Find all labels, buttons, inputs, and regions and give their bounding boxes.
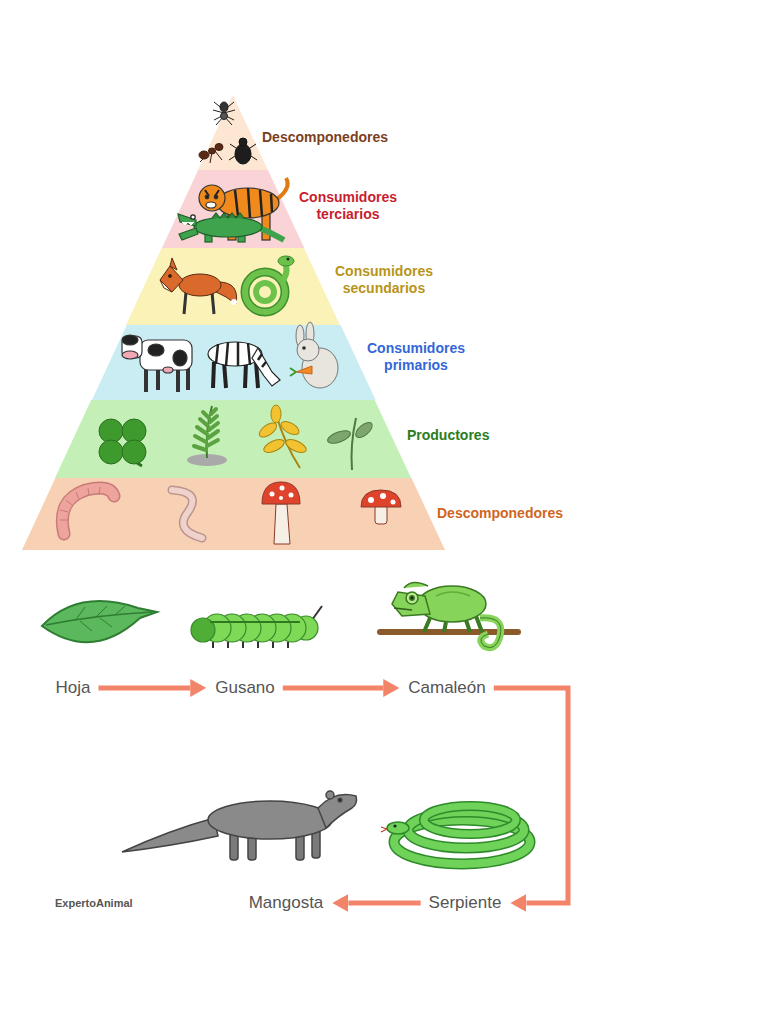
pyramid-band: Consumidores terciarios [162,170,304,248]
level-label: Consumidores secundarios [328,263,440,297]
band-shape [92,325,376,400]
band-shape [198,95,268,170]
pyramid-band: Consumidores secundarios [126,248,340,325]
pyramid-band: Consumidores primarios [92,325,376,400]
level-label: Descomponedores [262,129,388,146]
band-fill [162,170,304,248]
band-shape [22,478,445,550]
organism-label: Serpiente [429,893,502,913]
organism-label: Gusano [215,678,275,698]
food-chain-arrow [283,685,383,690]
level-label: Consumidores terciarios [292,189,404,223]
chain-label-box: Serpiente [425,891,506,915]
band-shape [55,400,411,478]
organism-label: Mangosta [249,893,324,913]
band-shape [126,248,340,325]
food-chain-arrow [348,900,420,905]
band-fill [92,325,376,400]
leaf-figure [42,601,157,642]
level-label: Productores [407,427,489,444]
food-chain-arrow [494,688,568,903]
band-fill [22,478,445,550]
chain-label-box: Gusano [211,676,279,700]
chain-label-box: Hoja [52,676,95,700]
food-chain-arrow [98,685,190,690]
chain-label-box: Camaleón [404,676,490,700]
chameleon-figure [380,582,518,647]
band-fill [55,400,411,478]
snake-figure [381,806,530,864]
caterpillar-figure [191,606,322,648]
label-holder: ExpertoAnimal [55,897,133,909]
pyramid-band: Productores [55,400,411,478]
watermark: ExpertoAnimal [55,897,133,909]
band-shape [162,170,304,248]
chain-label-box: Mangosta [245,891,328,915]
band-fill [126,248,340,325]
mongoose-figure [122,791,357,860]
band-fill [198,95,268,170]
level-label: Consumidores primarios [360,340,472,374]
organism-label: Camaleón [408,678,486,698]
organism-label: Hoja [56,678,91,698]
pyramid-band: Descomponedores [198,95,268,170]
level-label: Descomponedores [437,505,563,522]
pyramid-band: Descomponedores [22,478,445,550]
